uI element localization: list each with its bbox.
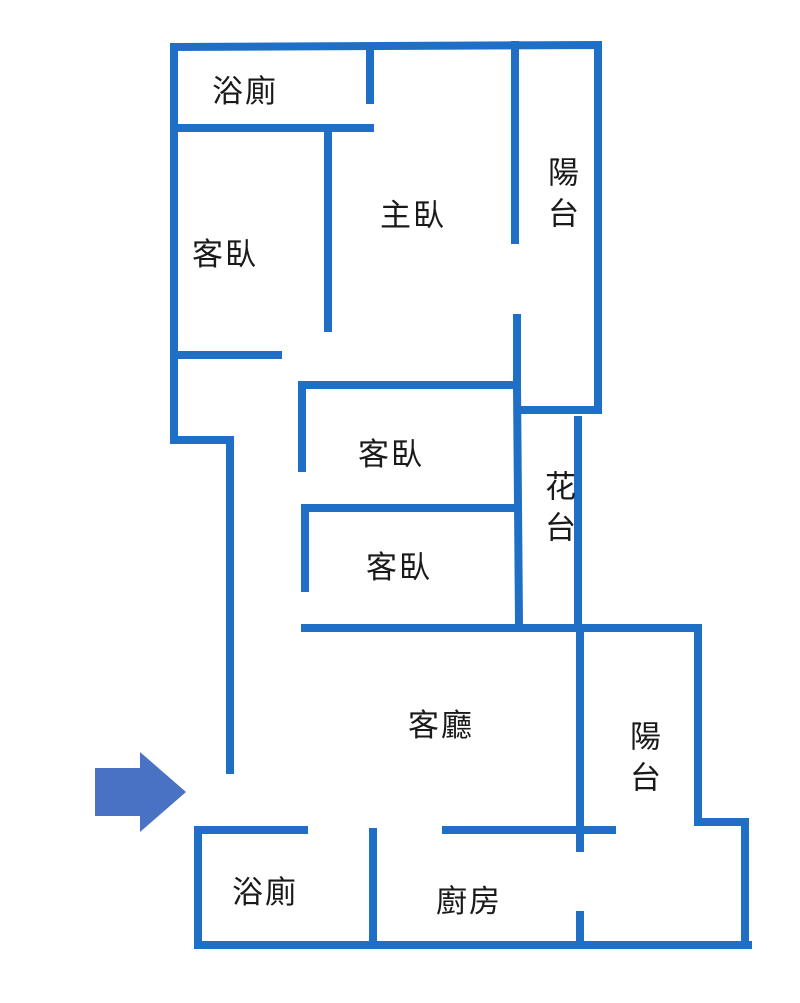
wall-guest-mid-right [512, 380, 524, 630]
room-living-room: 客廳 [408, 708, 474, 744]
wall-guest-mid1 [298, 381, 521, 472]
room-guest-bedroom-left: 客臥 [192, 237, 258, 273]
arrow-right-icon [95, 752, 186, 832]
room-guest-bedroom-mid1: 客臥 [358, 437, 424, 473]
room-planter: 花台 [539, 470, 575, 552]
room-guest-bedroom-mid2: 客臥 [366, 550, 432, 586]
room-bath-top: 浴廁 [212, 74, 278, 110]
room-balcony-top: 陽台 [542, 156, 578, 238]
wall-left-upper [170, 43, 234, 774]
room-bath-bottom: 浴廁 [232, 875, 298, 911]
wall-guest-mid2 [301, 504, 521, 592]
wall-top [169, 40, 602, 414]
room-balcony-right: 陽台 [624, 720, 660, 802]
wall-bath-bottom [194, 826, 752, 949]
room-kitchen: 廚房 [436, 884, 502, 920]
walls [169, 40, 752, 949]
wall-living-top [301, 624, 749, 946]
room-master-bedroom: 主臥 [380, 198, 446, 234]
